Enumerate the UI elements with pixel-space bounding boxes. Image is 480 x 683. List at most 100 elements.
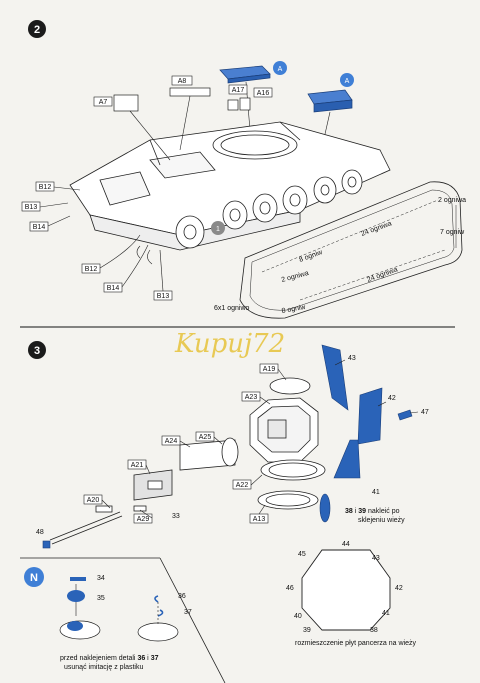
part-label-a23: A23 bbox=[241, 391, 261, 402]
note-n-line2: usunąć imitację z plastiku bbox=[64, 664, 143, 671]
step-2-circle bbox=[28, 20, 46, 38]
svg-text:B13: B13 bbox=[25, 204, 38, 211]
armor-41: 41 bbox=[382, 610, 390, 617]
armor-43: 43 bbox=[372, 555, 380, 562]
armor-39: 39 bbox=[303, 627, 311, 634]
part-label-b13-top: B13 bbox=[21, 201, 41, 212]
track-label-24-ogniwa-bottom: 24 ogniwa bbox=[366, 266, 398, 284]
armor-layout: 44 45 43 46 42 40 41 39 38 rozmieszczeni… bbox=[286, 541, 416, 647]
part-label-a7: A7 bbox=[93, 96, 113, 107]
track-label-8-ogniw-top: 8 ogniw bbox=[298, 249, 324, 264]
track-label-2-ogniwa-top: 2 ogniwa bbox=[438, 197, 466, 204]
plate-42 bbox=[357, 387, 383, 445]
track-label-7-ogniw: 7 ogniw bbox=[440, 229, 465, 236]
part-label-a13: A13 bbox=[249, 513, 269, 524]
svg-text:A8: A8 bbox=[178, 78, 187, 85]
svg-text:A13: A13 bbox=[253, 516, 266, 523]
svg-text:A21: A21 bbox=[131, 462, 144, 469]
part-label-a25: A25 bbox=[195, 431, 215, 442]
number-47: 47 bbox=[421, 409, 429, 416]
turret bbox=[249, 377, 326, 510]
note-n-line1: przed naklejeniem detali 36 i 37 bbox=[60, 655, 159, 662]
blue-box-a2 bbox=[307, 89, 353, 113]
part-label-b14-bottom: B14 bbox=[103, 282, 123, 293]
svg-text:A16: A16 bbox=[257, 90, 270, 97]
note-38-39-line1: 38 i 39 nakleić po bbox=[345, 508, 400, 515]
badge-1-label: 1 bbox=[216, 226, 220, 233]
svg-text:A20: A20 bbox=[87, 497, 100, 504]
n-divider-diag bbox=[159, 557, 226, 683]
track-label-24-ogniwa-top: 24 ogniwa bbox=[360, 220, 392, 238]
step-n-letter: N bbox=[30, 572, 38, 584]
part-label-a29: A29 bbox=[133, 513, 153, 524]
armor-46: 46 bbox=[286, 585, 294, 592]
armor-caption: rozmieszczenie płyt pancerza na wieży bbox=[295, 640, 416, 647]
step-3-section: 3 bbox=[28, 341, 429, 549]
track-diagram bbox=[239, 181, 463, 319]
hatch-right bbox=[137, 595, 179, 642]
part-label-a22: A22 bbox=[232, 479, 252, 490]
part-label-b12-top: B12 bbox=[35, 181, 55, 192]
badge-a-1 bbox=[273, 61, 287, 75]
number-42: 42 bbox=[388, 395, 396, 402]
part-label-a21: A21 bbox=[127, 459, 147, 470]
decal-34 bbox=[70, 577, 86, 581]
step-2-number: 2 bbox=[34, 24, 40, 36]
svg-text:B13: B13 bbox=[157, 293, 170, 300]
armor-45: 45 bbox=[298, 551, 306, 558]
armor-42: 42 bbox=[395, 585, 403, 592]
svg-text:A22: A22 bbox=[236, 482, 249, 489]
svg-text:A25: A25 bbox=[199, 434, 212, 441]
number-37: 37 bbox=[184, 609, 192, 616]
part-label-a17: A17 bbox=[228, 84, 248, 95]
part-label-a8: A8 bbox=[171, 75, 193, 86]
plate-48 bbox=[42, 540, 51, 549]
number-43: 43 bbox=[348, 355, 356, 362]
plate-43 bbox=[321, 344, 349, 411]
part-label-b12-bottom: B12 bbox=[81, 263, 101, 274]
part-label-a24: A24 bbox=[161, 435, 181, 446]
svg-text:A29: A29 bbox=[137, 516, 150, 523]
step-2-section: 2 A A bbox=[21, 20, 466, 319]
badge-a-2-label: A bbox=[345, 78, 350, 85]
number-34: 34 bbox=[97, 575, 105, 582]
svg-text:A23: A23 bbox=[245, 394, 258, 401]
number-41: 41 bbox=[372, 489, 380, 496]
svg-text:A19: A19 bbox=[263, 366, 276, 373]
decal-35 bbox=[67, 590, 85, 602]
track-label-6x1: 6x1 ogniwo bbox=[214, 305, 250, 312]
badge-a-2 bbox=[340, 73, 354, 87]
armor-44: 44 bbox=[342, 541, 350, 548]
number-35: 35 bbox=[97, 595, 105, 602]
step-3-circle bbox=[28, 341, 46, 359]
number-33: 33 bbox=[172, 513, 180, 520]
road-wheels bbox=[175, 169, 363, 249]
badge-a-1-label: A bbox=[278, 66, 283, 73]
plate-38-39 bbox=[319, 493, 331, 523]
number-36: 36 bbox=[178, 593, 186, 600]
svg-text:A24: A24 bbox=[165, 438, 178, 445]
number-48: 48 bbox=[36, 529, 44, 536]
part-label-a20: A20 bbox=[83, 494, 103, 505]
svg-text:B14: B14 bbox=[107, 285, 120, 292]
armor-40: 40 bbox=[294, 613, 302, 620]
badge-1 bbox=[211, 221, 225, 235]
step-3-number: 3 bbox=[34, 345, 40, 357]
gun-assembly bbox=[49, 437, 239, 545]
part-label-a19: A19 bbox=[259, 363, 279, 374]
watermark: Kupuj72 bbox=[174, 329, 285, 359]
step-n-section: N 34 35 36 37 przed naklejeniem detali 3… bbox=[24, 567, 192, 671]
part-label-b13-bottom: B13 bbox=[153, 290, 173, 301]
svg-text:B12: B12 bbox=[39, 184, 52, 191]
hatch-left bbox=[59, 620, 101, 640]
step-n-circle bbox=[24, 567, 44, 587]
plate-47 bbox=[397, 409, 413, 421]
armor-38: 38 bbox=[370, 627, 378, 634]
svg-text:B12: B12 bbox=[85, 266, 98, 273]
parts-a8-a7 bbox=[113, 87, 251, 112]
b-part-leaders bbox=[39, 186, 164, 292]
armor-octagon bbox=[301, 549, 391, 631]
svg-text:A17: A17 bbox=[232, 87, 245, 94]
